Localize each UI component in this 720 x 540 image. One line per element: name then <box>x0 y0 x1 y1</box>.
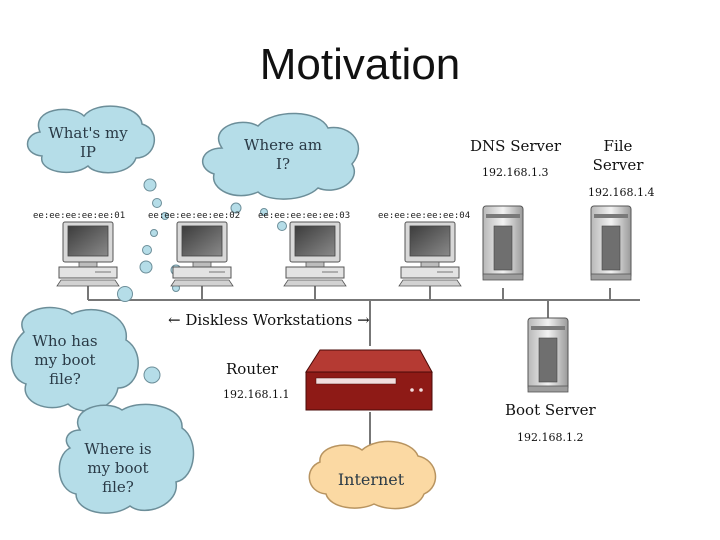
dns-server-ip: 192.168.1.3 <box>482 166 549 179</box>
file-server-label: File Server <box>592 137 644 174</box>
cloud-internet <box>308 440 437 510</box>
cloud-text-where-am-i: Where am I? <box>244 136 322 173</box>
cloud-who-has-boot <box>10 306 161 412</box>
cloud-text-internet: Internet <box>337 470 405 489</box>
boot-server-ip: 192.168.1.2 <box>517 431 584 444</box>
router-ip: 192.168.1.1 <box>223 388 290 401</box>
boot-server-label: Boot Server <box>505 401 596 419</box>
file-server-ip: 192.168.1.4 <box>588 186 655 199</box>
cloud-text-who-has-boot: Who has my boot file? <box>32 332 98 388</box>
router-icon <box>305 349 433 411</box>
cloud-text-whats-my-ip: What's my IP <box>48 124 128 161</box>
mac-address-2: ee:ee:ee:ee:ee:02 <box>148 211 241 221</box>
workstation-1 <box>56 221 120 287</box>
router-label: Router <box>226 360 279 378</box>
workstation-4 <box>398 221 462 287</box>
file-server-icon <box>590 205 632 281</box>
dns-server-label: DNS Server <box>470 137 562 155</box>
dns-server-icon <box>482 205 524 281</box>
mac-address-1: ee:ee:ee:ee:ee:01 <box>33 211 126 221</box>
workstation-2 <box>170 221 234 287</box>
cloud-whats-my-ip <box>26 105 169 302</box>
workstation-3 <box>283 221 347 287</box>
slide-title: Motivation <box>259 40 461 89</box>
diskless-workstations-caption: ← Diskless Workstations → <box>168 311 370 329</box>
mac-address-3: ee:ee:ee:ee:ee:03 <box>258 211 351 221</box>
boot-server-icon <box>527 317 569 393</box>
cloud-where-is-boot <box>58 403 195 514</box>
cloud-text-where-is-boot: Where is my boot file? <box>84 440 152 496</box>
mac-address-4: ee:ee:ee:ee:ee:04 <box>378 211 471 221</box>
